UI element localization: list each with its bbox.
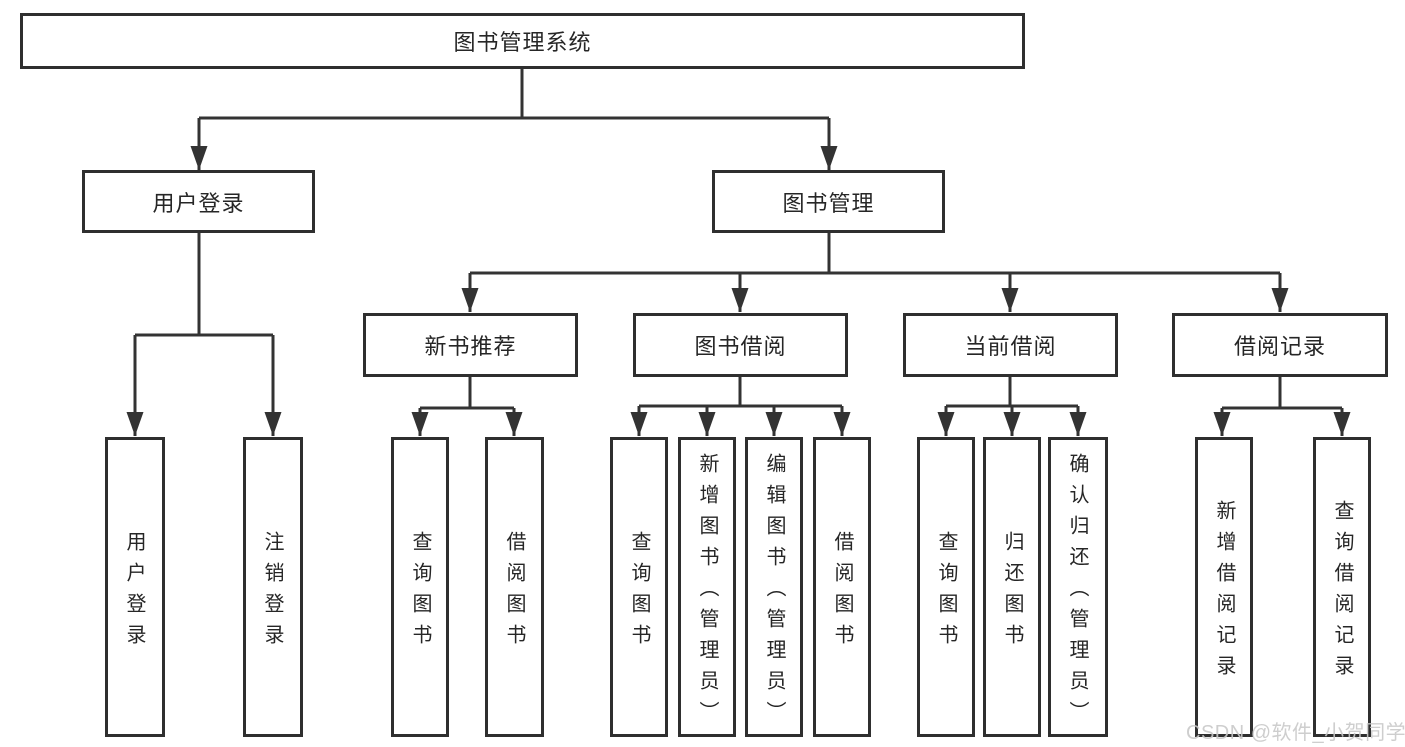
leaf-bw-borrow-books: 借阅图书 xyxy=(813,437,871,737)
watermark: CSDN @软件_小贺同学 xyxy=(1186,722,1405,744)
node-borrow-records: 借阅记录 xyxy=(1172,313,1388,377)
leaf-cu-return-books: 归还图书 xyxy=(983,437,1041,737)
leaf-bw-query-books: 查询图书 xyxy=(610,437,668,737)
leaf-rc-query-record: 查询借阅记录 xyxy=(1313,437,1371,737)
leaf-user-login: 用户登录 xyxy=(105,437,165,737)
node-new-book-recommend: 新书推荐 xyxy=(363,313,578,377)
leaf-logout: 注销登录 xyxy=(243,437,303,737)
leaf-cu-confirm-return-admin: 确认归还（管理员） xyxy=(1048,437,1108,737)
leaf-cu-query-books: 查询图书 xyxy=(917,437,975,737)
node-book-borrow: 图书借阅 xyxy=(633,313,848,377)
leaf-nb-query-books: 查询图书 xyxy=(391,437,449,737)
node-current-borrow: 当前借阅 xyxy=(903,313,1118,377)
node-library-system: 图书管理系统 xyxy=(20,13,1025,69)
leaf-nb-borrow-books: 借阅图书 xyxy=(485,437,544,737)
leaf-rc-add-record: 新增借阅记录 xyxy=(1195,437,1253,737)
leaf-bw-add-books-admin: 新增图书（管理员） xyxy=(678,437,736,737)
node-user-login: 用户登录 xyxy=(82,170,315,233)
node-book-management: 图书管理 xyxy=(712,170,945,233)
leaf-bw-edit-books-admin: 编辑图书（管理员） xyxy=(745,437,803,737)
